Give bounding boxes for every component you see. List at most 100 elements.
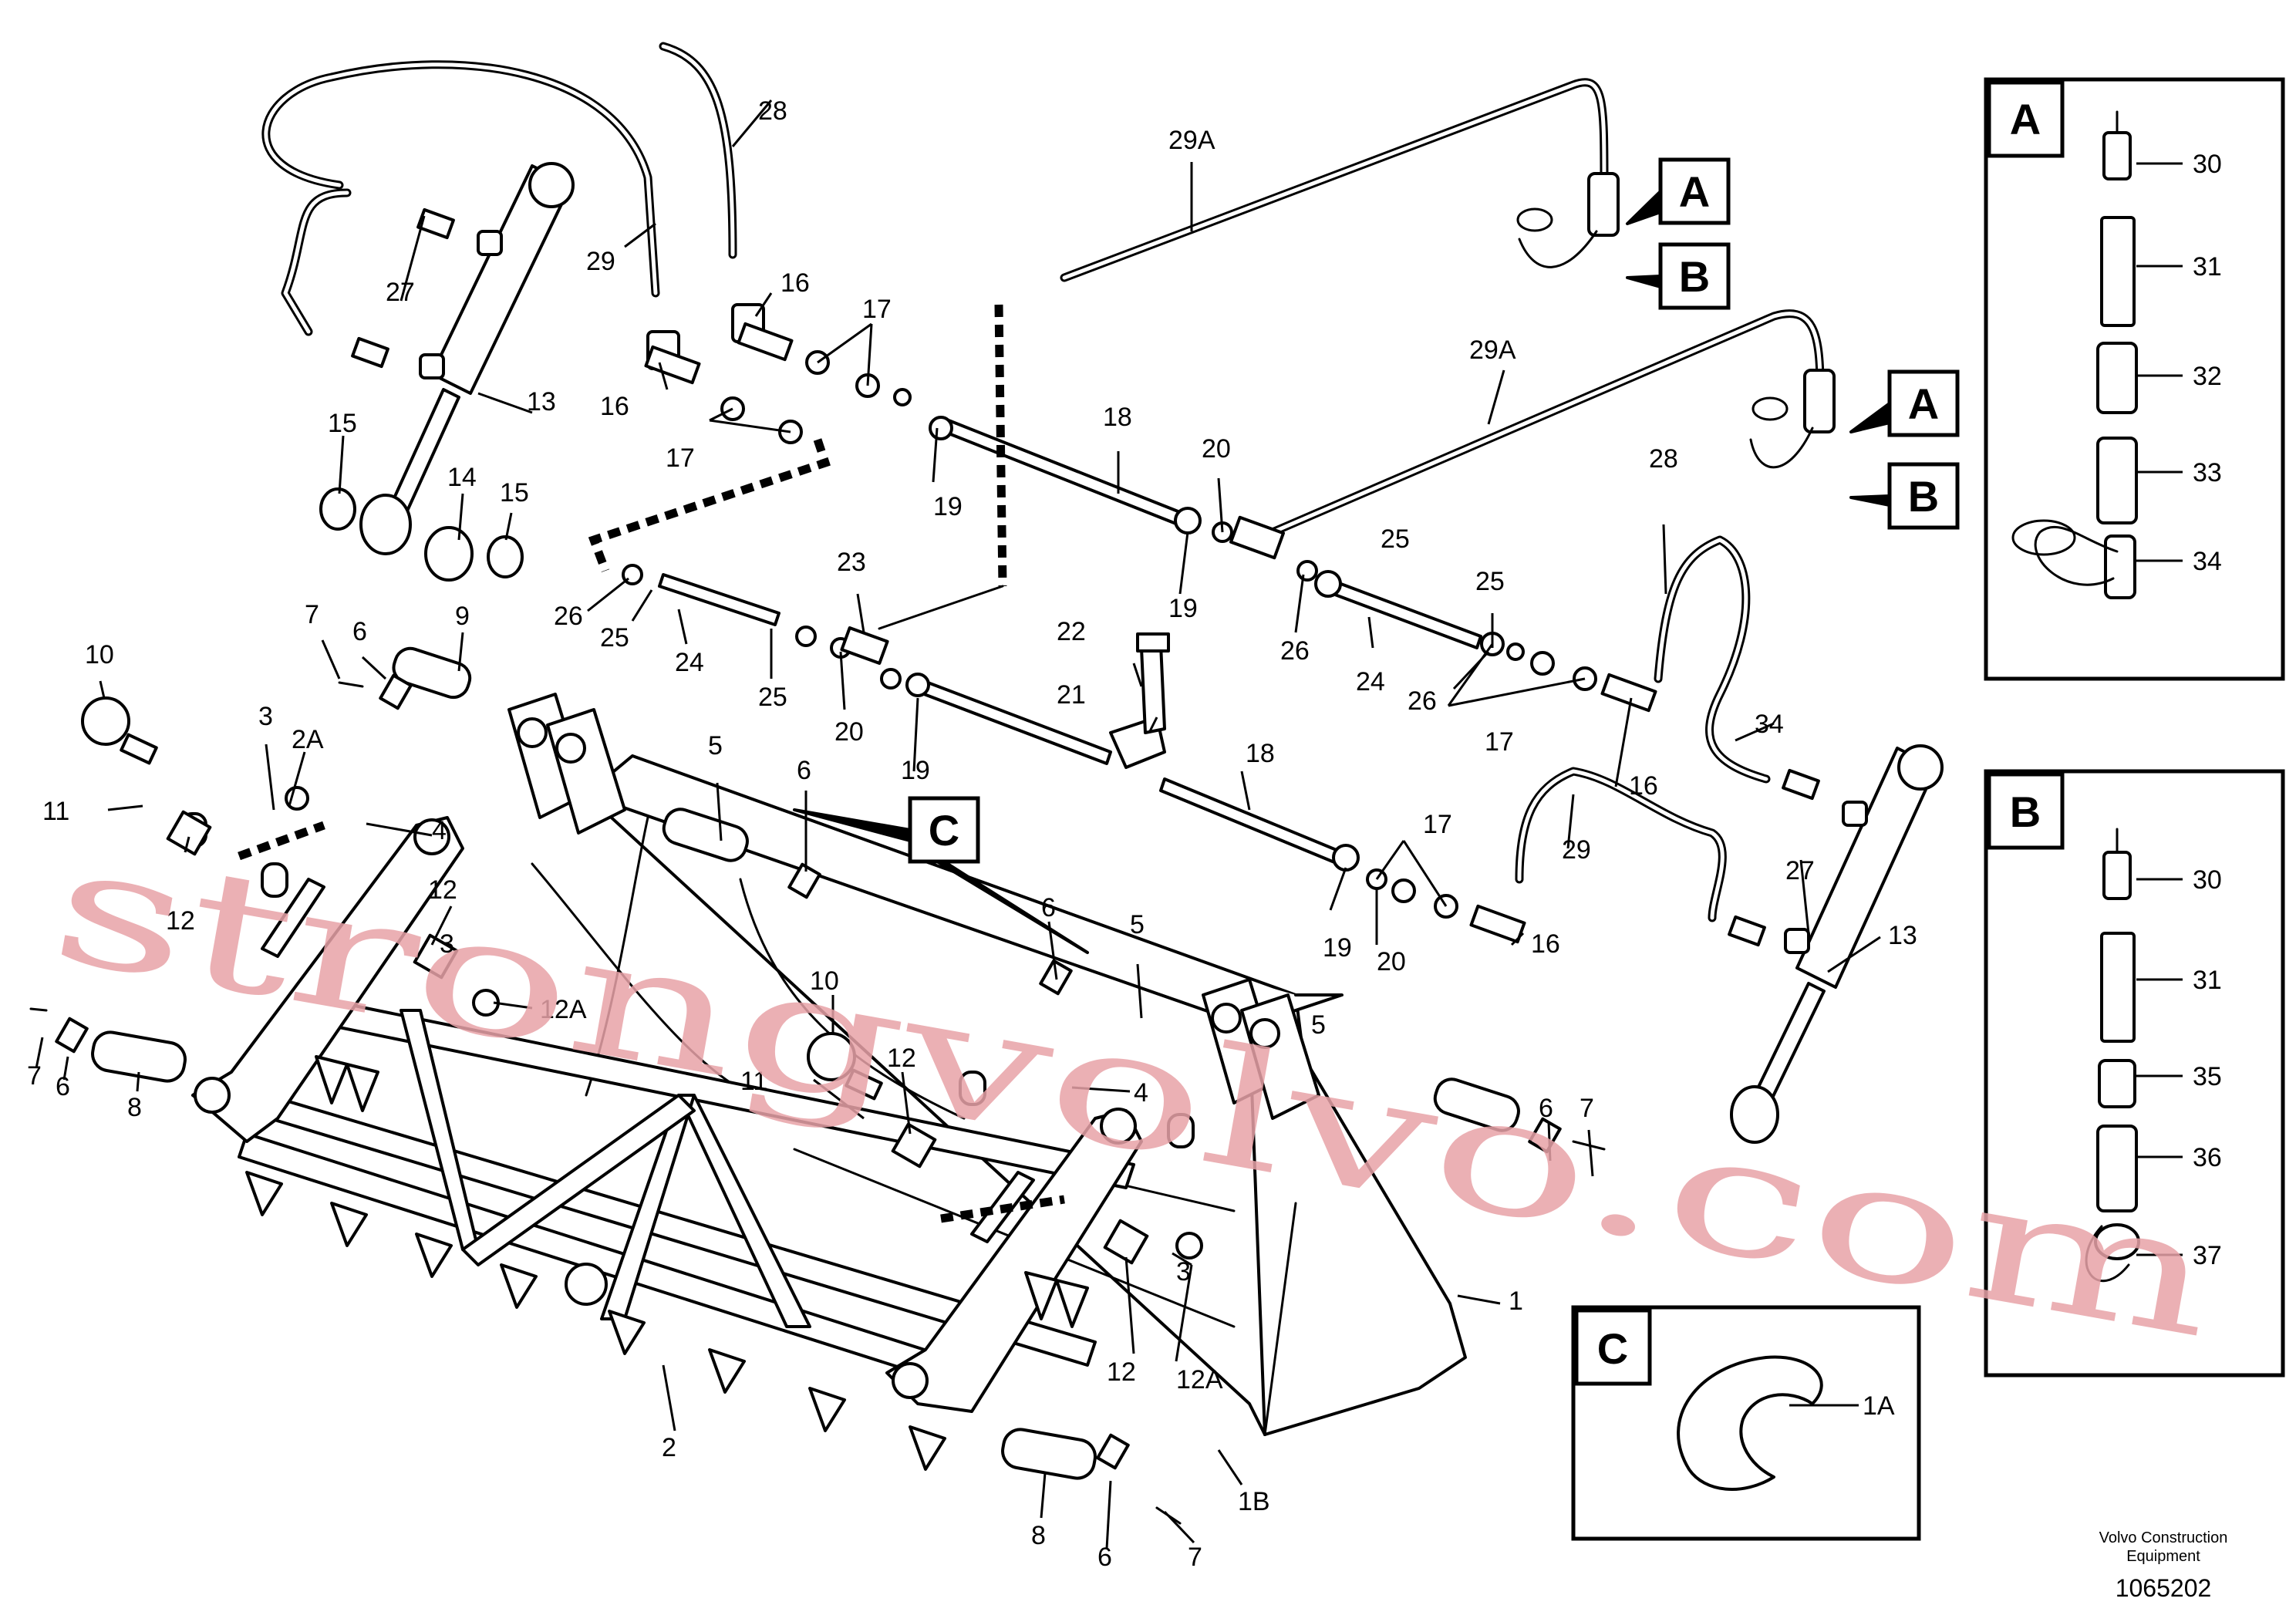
label-15-b: 15	[500, 478, 529, 508]
label-11-a: 11	[42, 797, 69, 826]
label-2a: 2A	[292, 725, 324, 754]
label-7-c: 7	[27, 1061, 42, 1091]
part-labels: 1 1A 1B 2 2A 3 3 3 4 4 5 5 5 6 6 6 6 6 6…	[27, 96, 2222, 1572]
label-35: 35	[2193, 1062, 2222, 1091]
label-17-a: 17	[862, 295, 892, 324]
label-5-c: 5	[1311, 1010, 1326, 1040]
label-36: 36	[2193, 1143, 2222, 1172]
label-12a-a: 12A	[540, 995, 587, 1024]
label-20-b: 20	[834, 717, 864, 747]
label-12-b: 12	[428, 875, 457, 905]
label-29a-a: 29A	[1168, 126, 1215, 155]
label-8-a: 8	[127, 1093, 142, 1122]
label-5-b: 5	[1130, 910, 1145, 939]
label-12-a: 12	[166, 906, 195, 936]
svg-text:A: A	[1908, 379, 1939, 428]
label-1b: 1B	[1238, 1487, 1270, 1516]
label-19-b: 19	[1168, 594, 1198, 623]
label-26-c: 26	[1408, 686, 1437, 716]
cylinder-right	[1730, 744, 1944, 1144]
svg-text:A: A	[2010, 95, 2041, 143]
label-10-a: 10	[85, 640, 114, 669]
label-37: 37	[2193, 1241, 2222, 1270]
label-18-b: 18	[1246, 739, 1275, 768]
svg-text:B: B	[1908, 472, 1939, 521]
phantom-lines	[238, 304, 1065, 1223]
label-3-c: 3	[1176, 1257, 1191, 1286]
label-1a: 1A	[1863, 1391, 1895, 1421]
label-20-a: 20	[1202, 434, 1231, 464]
label-30-a: 30	[2193, 150, 2222, 179]
label-7-a: 7	[305, 600, 319, 629]
label-17-b: 17	[666, 443, 695, 473]
inset-b: B	[1984, 769, 2285, 1378]
label-21: 21	[1057, 680, 1086, 710]
label-16-a: 16	[781, 268, 810, 298]
label-6-e: 6	[56, 1072, 70, 1101]
footer-document-number: 1065202	[2116, 1574, 2212, 1602]
label-32: 32	[2193, 362, 2222, 391]
label-8-b: 8	[1031, 1521, 1046, 1550]
label-7-b: 7	[1580, 1094, 1594, 1123]
hoses	[261, 42, 1825, 922]
footer-company-line2: Equipment	[2126, 1548, 2200, 1565]
label-4-b: 4	[1134, 1078, 1148, 1108]
label-27-a: 27	[386, 278, 415, 307]
label-25-d: 25	[1475, 567, 1505, 596]
footer-company-line1: Volvo Construction	[2099, 1529, 2228, 1546]
label-19-d: 19	[1323, 933, 1352, 963]
label-19-a: 19	[933, 492, 963, 521]
callout-tags: A B A B C	[793, 157, 1960, 954]
label-17-d: 17	[1423, 810, 1452, 839]
label-26-b: 26	[1280, 636, 1310, 666]
label-18-a: 18	[1103, 403, 1132, 432]
label-1: 1	[1509, 1286, 1523, 1316]
svg-text:B: B	[1679, 252, 1710, 301]
label-7-d: 7	[1188, 1543, 1202, 1572]
svg-text:C: C	[929, 806, 959, 855]
label-20-c: 20	[1377, 947, 1406, 976]
label-34-b: 34	[1755, 710, 1784, 739]
label-25-c: 25	[1381, 524, 1410, 554]
label-4-a: 4	[432, 816, 447, 845]
label-31-b: 31	[2193, 966, 2222, 995]
label-12a-b: 12A	[1176, 1365, 1223, 1394]
label-10-b: 10	[810, 966, 839, 996]
label-15-a: 15	[328, 409, 357, 438]
label-13-a: 13	[527, 387, 556, 416]
svg-text:A: A	[1679, 167, 1710, 216]
label-24-b: 24	[1356, 667, 1385, 696]
bucket-brackets	[507, 693, 1320, 1120]
label-5-a: 5	[708, 731, 723, 760]
label-6-a: 6	[352, 617, 367, 646]
leader-lines	[35, 99, 1881, 1549]
label-29-a: 29	[586, 247, 615, 276]
label-16-d: 16	[1531, 929, 1560, 959]
fittings	[351, 172, 1868, 954]
label-29a-b: 29A	[1469, 336, 1516, 365]
pins-and-hardware	[29, 646, 1606, 1525]
label-30-b: 30	[2193, 865, 2222, 895]
label-6-c: 6	[1041, 893, 1056, 922]
label-14: 14	[447, 463, 477, 492]
inset-c: C	[1571, 1305, 1921, 1541]
label-24-a: 24	[675, 648, 704, 677]
label-34-a: 34	[2193, 547, 2222, 576]
label-3-b: 3	[440, 929, 454, 959]
label-3-a: 3	[258, 702, 273, 731]
label-12-d: 12	[1107, 1357, 1136, 1387]
cylinder-left	[319, 162, 575, 582]
label-26-a: 26	[554, 602, 583, 631]
footer: Volvo Construction Equipment 1065202	[2099, 1529, 2228, 1602]
label-9: 9	[455, 602, 470, 631]
label-16-b: 16	[600, 392, 629, 421]
label-19-c: 19	[901, 756, 930, 785]
label-31-a: 31	[2193, 252, 2222, 282]
label-29-b: 29	[1562, 835, 1591, 865]
label-17-c: 17	[1485, 727, 1514, 757]
label-28-a: 28	[758, 96, 787, 126]
label-16-c: 16	[1629, 771, 1658, 801]
label-25-a: 25	[600, 623, 629, 653]
svg-text:B: B	[2010, 787, 2041, 836]
